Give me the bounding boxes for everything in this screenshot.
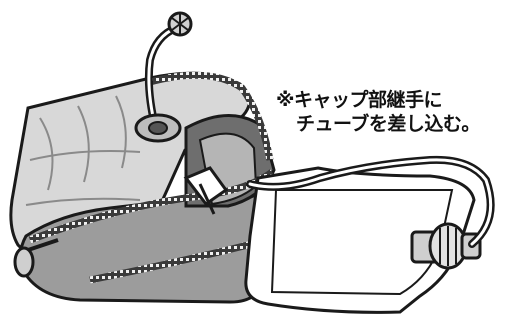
annotation-line-1: ※キャップ部継手に (276, 89, 442, 111)
top-tube (144, 24, 180, 134)
annotation-line-2: チューブを差し込む。 (296, 113, 480, 135)
fluid-bag (244, 166, 476, 314)
inner-frame (183, 166, 229, 215)
zipper-pull (13, 238, 59, 278)
tube-knob (167, 11, 193, 37)
zipper-back (149, 71, 274, 161)
quilt-lines (25, 95, 141, 206)
tube-grommet (134, 113, 182, 143)
cap-fitting (410, 222, 482, 270)
annotation-text: ※キャップ部継手に チューブを差し込む。 (276, 88, 511, 136)
